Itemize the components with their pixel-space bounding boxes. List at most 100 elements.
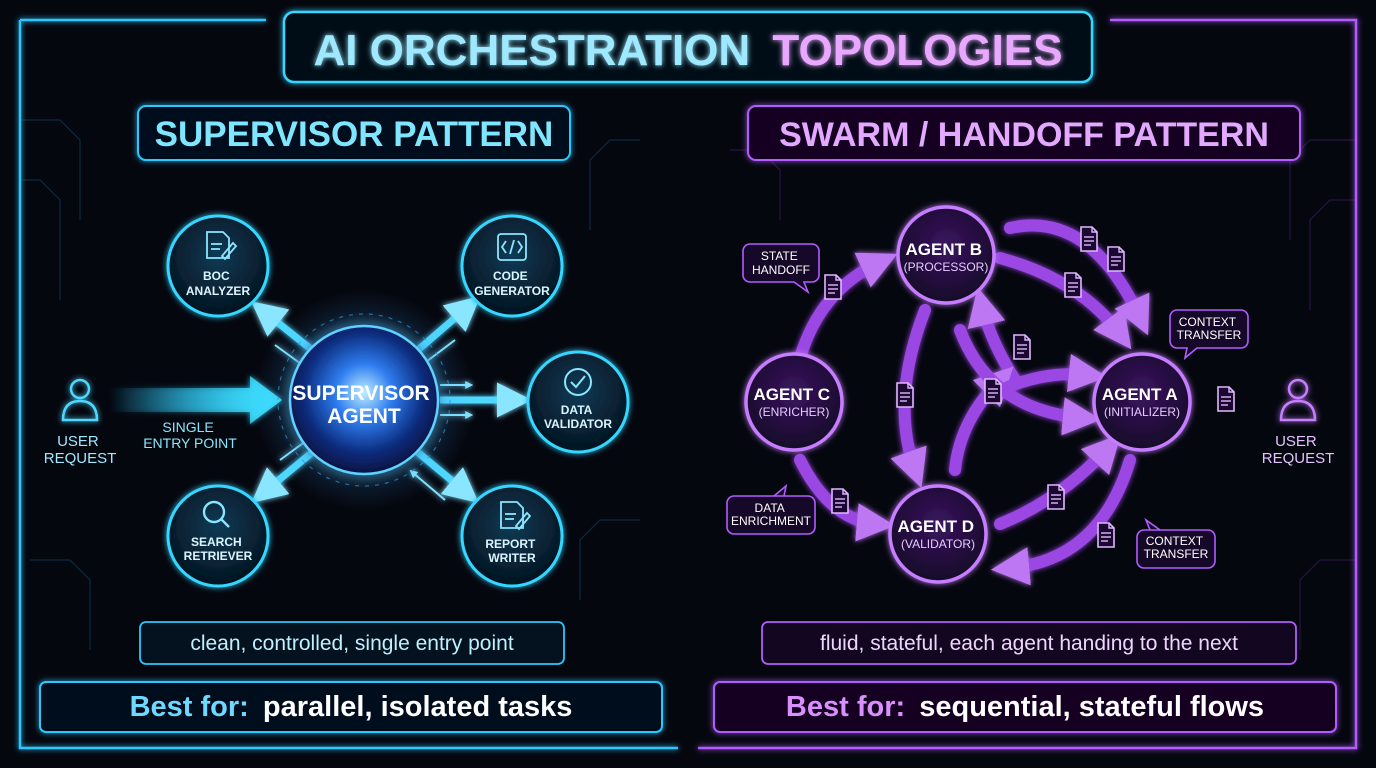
svg-text:AI ORCHESTRATION TOPOLOG: AI ORCHESTRATION TOPOLOGIES (313, 26, 1062, 75)
svg-text:Best for: sequential, st: Best for: sequential, stateful flows (786, 691, 1264, 723)
agent-name: AGENT C (754, 385, 831, 404)
swarm-heading-box: SWARM / HANDOFF PATTERN (747, 105, 1301, 161)
document-icon (1107, 246, 1125, 272)
svg-text:USER REQUEST: USER REQUEST (1262, 433, 1335, 467)
swarm-best-label: Best for: (786, 691, 905, 723)
document-icon (1064, 272, 1082, 298)
user-request-right-line1: USER (1275, 433, 1317, 450)
document-edit-icon (500, 501, 532, 531)
svg-text:CONTEXT TRANSFER: CONTEXT TRANSFER (1177, 315, 1242, 342)
search-icon (202, 500, 230, 528)
node-label-line2: VALIDATOR (544, 417, 612, 431)
check-circle-icon (564, 368, 592, 396)
left-panel-frame (18, 18, 678, 750)
circuit-decoration (20, 119, 640, 650)
supervisor-best-value: parallel, isolated tasks (263, 691, 572, 723)
svg-text:AGENT C (ENRICHER): AGENT C (ENRICHER) (754, 385, 835, 419)
title-part-2: TOPOLOGIES (772, 26, 1062, 75)
bubble-context-transfer-bottom: CONTEXT TRANSFER (1136, 517, 1216, 569)
document-icon (1013, 334, 1031, 360)
document-icon (824, 274, 842, 300)
agent-b-node: AGENT B (PROCESSOR) (896, 205, 996, 305)
bubble-line1: DATA (755, 501, 785, 515)
hub-label-line2: AGENT (327, 405, 401, 428)
bubble-context-transfer-top: CONTEXT TRANSFER (1169, 309, 1249, 361)
agent-name: AGENT A (1102, 385, 1178, 404)
user-request-left-line1: USER (57, 433, 99, 450)
supervisor-caption-box: clean, controlled, single entry point (139, 621, 565, 665)
document-icon (984, 378, 1002, 404)
node-label-line2: GENERATOR (474, 284, 550, 298)
user-icon (61, 378, 99, 422)
document-icon (1080, 226, 1098, 252)
svg-text:AGENT B (PROCESSOR): AGENT B (PROCESSOR) (904, 240, 989, 274)
svg-text:DATA ENRICHMENT: DATA ENRICHMENT (731, 501, 812, 528)
svg-text:BOC ANALYZER: BOC ANALYZER (186, 269, 251, 298)
bubble-line1: STATE (761, 249, 798, 263)
agent-role: (ENRICHER) (759, 405, 830, 419)
svg-text:STATE HANDOFF: STATE HANDOFF (752, 249, 810, 277)
node-label-line1: SEARCH (191, 535, 242, 549)
supervisor-caption: clean, controlled, single entry point (190, 632, 514, 655)
document-edit-icon (206, 231, 238, 261)
document-icon (1047, 484, 1065, 510)
hub-label-line1: SUPERVISOR (292, 382, 429, 405)
entry-label-line2: ENTRY POINT (143, 435, 237, 451)
svg-text:CONTEXT TRANSFER: CONTEXT TRANSFER (1144, 534, 1209, 561)
svg-text:SEARCH RETRIEVER: SEARCH RETRIEVER (184, 535, 253, 563)
supervisor-agent-hub: SUPERVISOR AGENT (254, 290, 474, 510)
node-label-line2: RETRIEVER (184, 549, 253, 563)
supervisor-best-label: Best for: (130, 691, 249, 723)
swarm-best-value: sequential, stateful flows (919, 691, 1264, 723)
node-label-line1: REPORT (485, 537, 536, 551)
supervisor-heading-box: SUPERVISOR PATTERN (137, 105, 571, 161)
node-report-writer: REPORT WRITER (460, 484, 564, 588)
bubble-data-enrichment: DATA ENRICHMENT (726, 483, 816, 535)
single-entry-arrow (110, 376, 282, 424)
bubble-line2: TRANSFER (1177, 328, 1242, 342)
supervisor-best-for-box: Best for: parallel, isolated tasks (39, 681, 663, 733)
swarm-best-for-box: Best for: sequential, stateful flows (713, 681, 1337, 733)
document-icon (831, 488, 849, 514)
svg-text:DATA VALIDATOR: DATA VALIDATOR (544, 403, 612, 431)
node-label-line2: WRITER (488, 551, 536, 565)
document-icon (896, 382, 914, 408)
node-label-line2: ANALYZER (186, 284, 251, 298)
agent-role: (INITIALIZER) (1104, 405, 1180, 419)
swarm-caption: fluid, stateful, each agent handing to t… (820, 632, 1238, 655)
supervisor-heading: SUPERVISOR PATTERN (155, 115, 554, 154)
entry-label-line1: SINGLE (162, 419, 213, 435)
svg-text:SUPERVISOR AGENT: SUPERVISOR AGENT (292, 382, 435, 428)
node-search-retriever: SEARCH RETRIEVER (166, 484, 270, 588)
svg-text:SINGLE ENTRY POINT: SINGLE ENTRY POINT (143, 419, 237, 451)
node-code-generator: CODE GENERATOR (460, 214, 564, 318)
node-label-line1: CODE (493, 269, 528, 283)
swarm-heading: SWARM / HANDOFF PATTERN (779, 116, 1269, 154)
title-box: AI ORCHESTRATION TOPOLOGIES (282, 10, 1094, 84)
agent-a-node: AGENT A (INITIALIZER) (1092, 352, 1192, 452)
user-icon (1279, 378, 1317, 422)
agent-d-node: AGENT D (VALIDATOR) (888, 484, 988, 584)
bubble-line2: HANDOFF (752, 263, 810, 277)
bubble-line2: ENRICHMENT (731, 514, 812, 528)
svg-text:Best for: parallel, isol: Best for: parallel, isolated tasks (130, 691, 573, 723)
right-panel-frame (698, 18, 1358, 750)
svg-text:AGENT D (VALIDATOR): AGENT D (VALIDATOR) (898, 517, 979, 551)
bubble-line1: CONTEXT (1179, 315, 1237, 329)
svg-text:REPORT WRITER: REPORT WRITER (485, 537, 538, 565)
title-part-1: AI ORCHESTRATION (313, 26, 750, 75)
bubble-state-handoff: STATE HANDOFF (742, 243, 820, 295)
node-label-line1: DATA (561, 403, 593, 417)
node-label-line1: BOC (203, 269, 230, 283)
bubble-line2: TRANSFER (1144, 547, 1209, 561)
agent-name: AGENT D (898, 517, 975, 536)
document-icon (1097, 522, 1115, 548)
node-data-validator: DATA VALIDATOR (526, 350, 630, 454)
agent-c-node: AGENT C (ENRICHER) (744, 352, 844, 452)
svg-text:AGENT A (INITIALIZER): AGENT A (INITIALIZER) (1102, 385, 1182, 419)
swarm-caption-box: fluid, stateful, each agent handing to t… (761, 621, 1297, 665)
user-request-right-line2: REQUEST (1262, 450, 1335, 467)
svg-text:USER REQUEST: USER REQUEST (44, 433, 117, 467)
agent-name: AGENT B (906, 240, 983, 259)
